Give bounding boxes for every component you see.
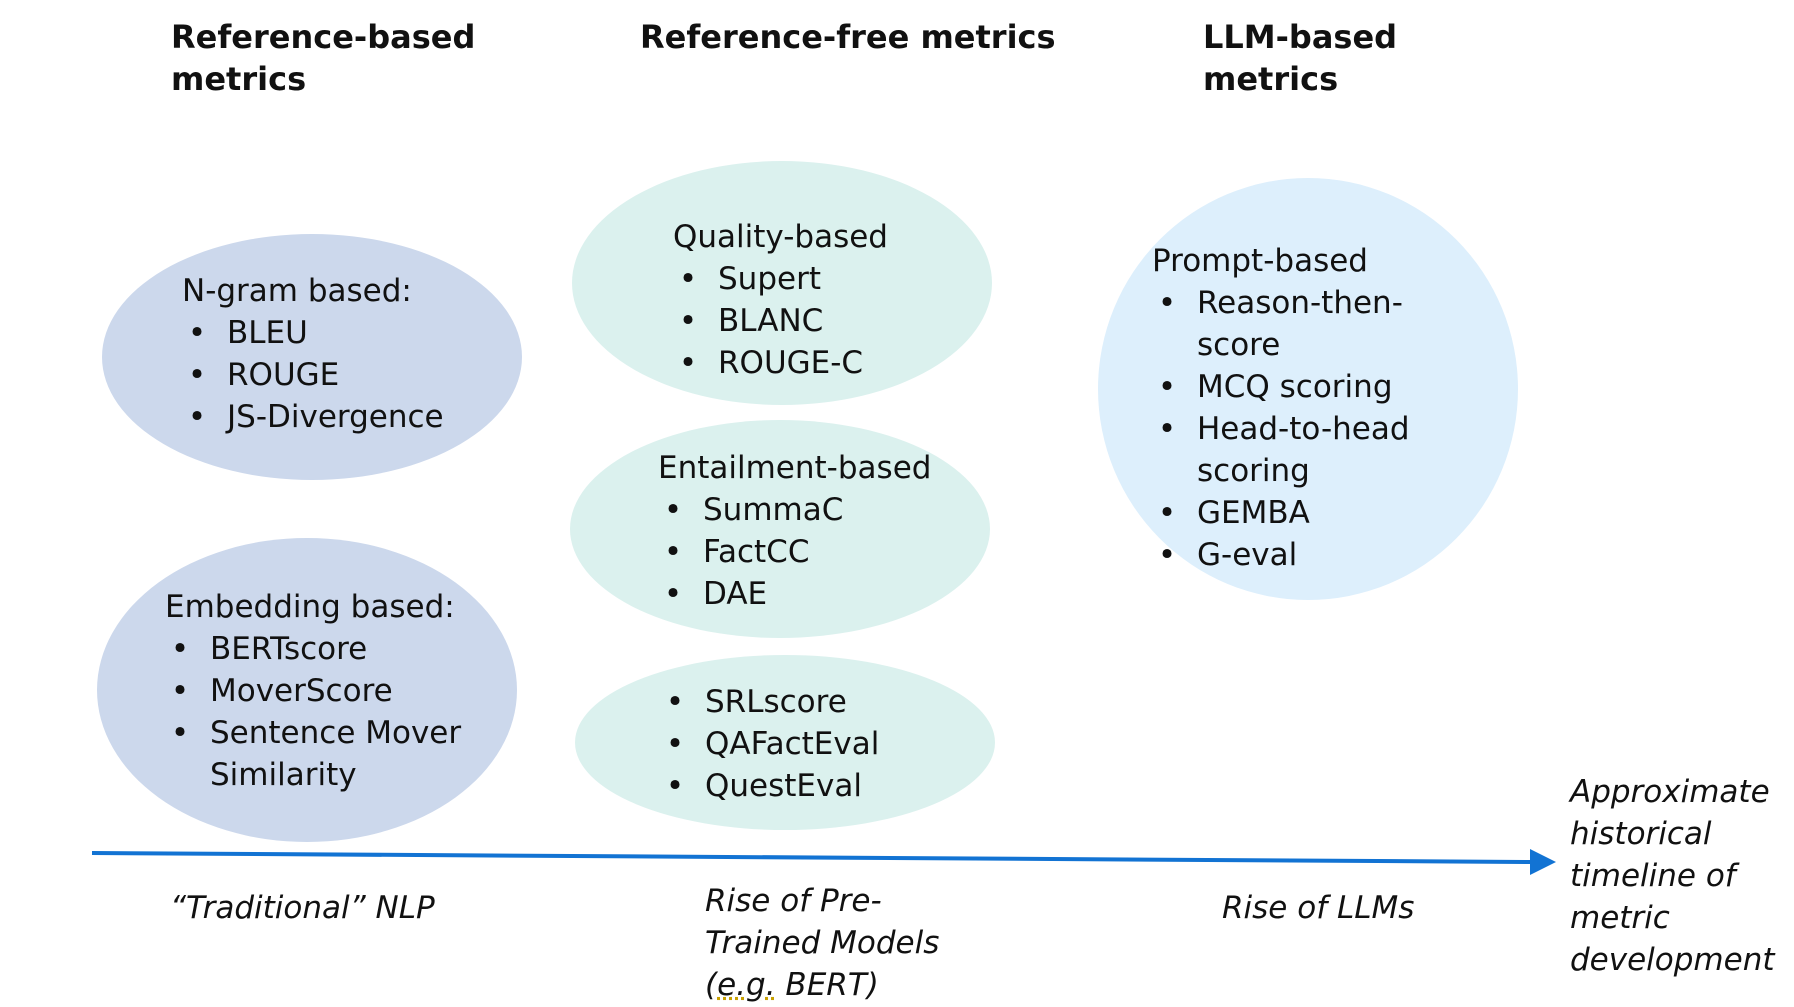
list-item: •Sentence Mover Similarity	[165, 712, 485, 796]
bullet: •	[170, 673, 190, 709]
prompt-title: Prompt-based	[1152, 243, 1368, 279]
header-reference-based: Reference-based metrics	[171, 18, 476, 98]
ngram-ellipse	[102, 234, 522, 480]
qa-group: •SRLscore •QAFactEval •QuestEval	[660, 681, 880, 807]
prompt-group: Prompt-based •Reason-then-score •MCQ sco…	[1152, 240, 1482, 576]
list-item: •Supert	[673, 258, 888, 300]
bullet: •	[187, 399, 207, 435]
entailment-title: Entailment-based	[658, 450, 932, 486]
bullet: •	[1157, 369, 1177, 405]
bullet: •	[665, 684, 685, 720]
bullet: •	[678, 345, 698, 381]
list-item: •G-eval	[1152, 534, 1482, 576]
ngram-title: N-gram based:	[182, 273, 412, 309]
quality-ellipse	[572, 161, 992, 405]
header-llm-based: LLM-based metrics	[1203, 18, 1398, 98]
list-item: •Head-to-head scoring	[1152, 408, 1477, 492]
list-item: •ROUGE-C	[673, 342, 888, 384]
list-item: •GEMBA	[1152, 492, 1482, 534]
era-traditional: “Traditional” NLP	[170, 890, 435, 926]
quality-group: Quality-based •Supert •BLANC •ROUGE-C	[673, 216, 888, 384]
embedding-group: Embedding based: •BERTscore •MoverScore …	[165, 586, 485, 796]
list-item: •DAE	[658, 573, 931, 615]
list-item: •Reason-then-score	[1152, 282, 1482, 366]
entailment-group: Entailment-based •SummaC •FactCC •DAE	[658, 447, 931, 615]
list-item: •JS-Divergence	[182, 396, 444, 438]
bullet: •	[663, 492, 683, 528]
bullet: •	[170, 715, 190, 751]
list-item: •BERTscore	[165, 628, 485, 670]
list-item: •ROUGE	[182, 354, 444, 396]
bullet: •	[665, 768, 685, 804]
embedding-title: Embedding based:	[165, 589, 455, 625]
bullet: •	[678, 303, 698, 339]
bullet: •	[678, 261, 698, 297]
list-item: •QAFactEval	[660, 723, 880, 765]
bullet: •	[665, 726, 685, 762]
bullet: •	[187, 357, 207, 393]
timeline-arrowhead	[1530, 849, 1556, 875]
bullet: •	[663, 576, 683, 612]
bullet: •	[1157, 411, 1177, 447]
bullet: •	[1157, 285, 1177, 321]
bullet: •	[663, 534, 683, 570]
list-item: •SRLscore	[660, 681, 879, 723]
bullet: •	[187, 315, 207, 351]
qa-ellipse	[575, 655, 995, 830]
bullet: •	[170, 631, 190, 667]
timeline-axis-line	[91, 851, 1533, 864]
list-item: •BLANC	[673, 300, 888, 342]
prompt-ellipse	[1098, 178, 1518, 600]
list-item: •MCQ scoring	[1152, 366, 1482, 408]
timeline-label: Approximate historical timeline of metri…	[1570, 774, 1775, 978]
embedding-ellipse	[97, 538, 517, 842]
entailment-ellipse	[570, 420, 990, 638]
list-item: •QuestEval	[660, 765, 879, 807]
list-item: •FactCC	[658, 531, 931, 573]
era-pretrained: Rise of Pre-Trained Models (e.g. BERT)	[705, 883, 940, 1003]
era-llms: Rise of LLMs	[1222, 890, 1415, 926]
ngram-group: N-gram based: •BLEU •ROUGE •JS-Divergenc…	[182, 270, 444, 438]
list-item: •MoverScore	[165, 670, 485, 712]
bullet: •	[1157, 537, 1177, 573]
list-item: •SummaC	[658, 489, 931, 531]
quality-title: Quality-based	[673, 219, 888, 255]
list-item: •BLEU	[182, 312, 444, 354]
bullet: •	[1157, 495, 1177, 531]
header-reference-free: Reference-free metrics	[640, 18, 1056, 56]
